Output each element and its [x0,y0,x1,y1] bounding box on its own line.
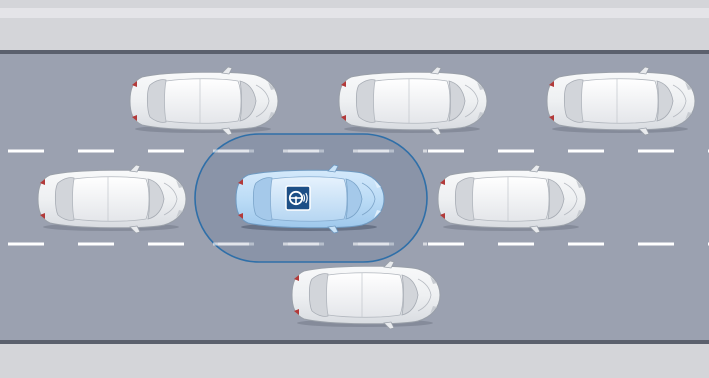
car-middle-behind [38,165,186,233]
car-middle-ahead [438,165,586,233]
steering-wheel-assist-icon [286,186,310,210]
sidewalk-top [0,0,709,52]
car-top-left [130,67,278,135]
car-bottom-center [292,261,440,329]
car-top-center [339,67,487,135]
sidewalk-bottom [0,343,709,378]
car-top-right [547,67,695,135]
road-edge-bottom [0,340,709,344]
road-edge-top [0,50,709,54]
